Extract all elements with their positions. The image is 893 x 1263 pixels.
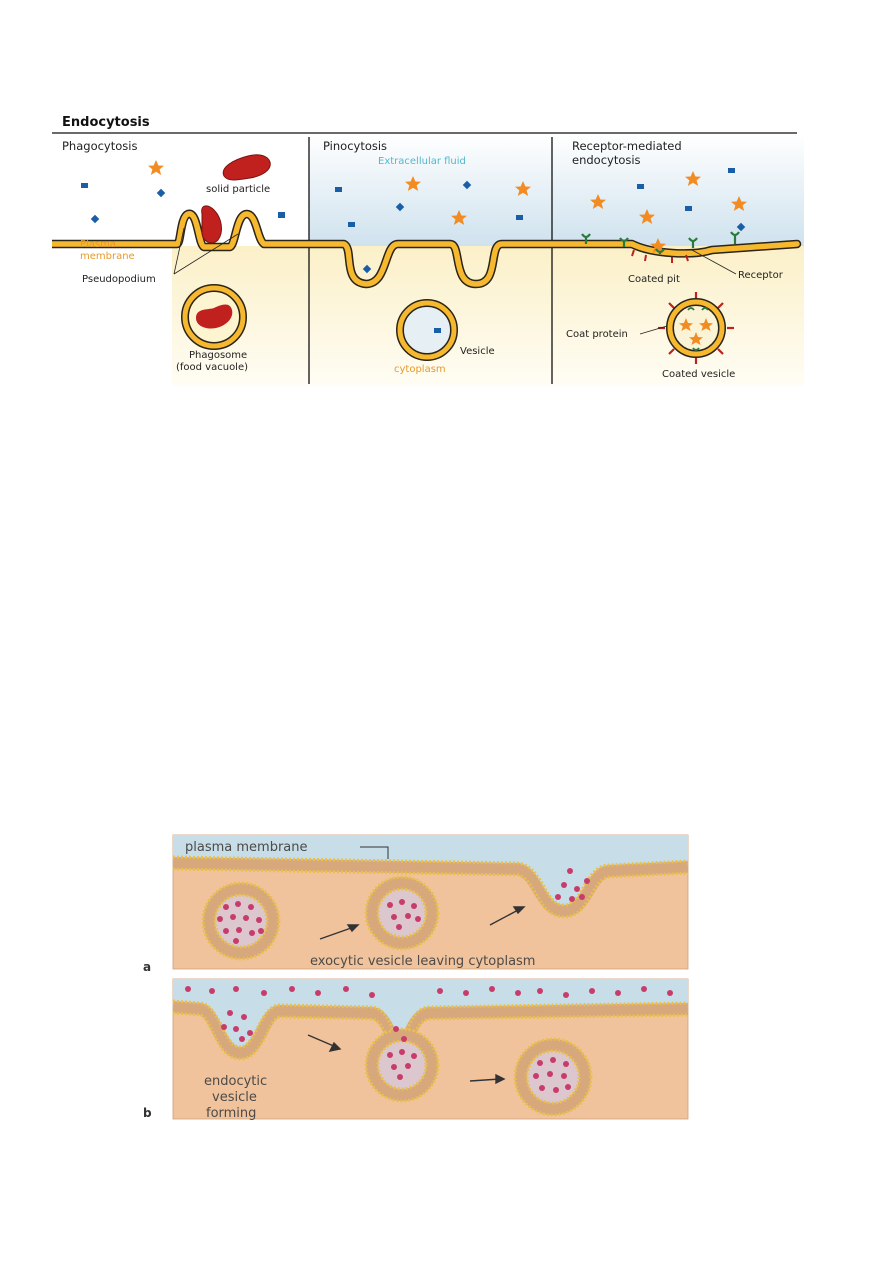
extracellular-fluid-label: Extracellular fluid <box>378 156 466 167</box>
vesicle-label: Vesicle <box>460 346 495 357</box>
coat-protein-label: Coat protein <box>566 329 628 340</box>
panel-a <box>172 834 689 970</box>
receptor-pointer <box>691 249 737 275</box>
coated-vesicle <box>658 292 734 364</box>
coat-proteins <box>631 249 689 263</box>
panel-a-letter: a <box>143 960 151 974</box>
receptor-heading-line1: Receptor-mediated <box>572 139 682 153</box>
plasma-membrane-pointer <box>360 846 389 859</box>
panel-b <box>172 978 689 1120</box>
exocytic-label: exocytic vesicle leaving cytoplasm <box>310 954 535 969</box>
pinocytosis-extracellular-bg <box>309 134 552 246</box>
endocytic-label-line1: endocytic <box>204 1074 267 1089</box>
pseudopodium-pointers <box>173 227 239 275</box>
pinocytosis-vesicle <box>396 299 458 361</box>
pinocytosis-heading: Pinocytosis <box>323 139 387 153</box>
receptor-heading-line2: endocytosis <box>572 153 641 167</box>
engulfed-particle-shape <box>201 205 222 244</box>
vesicle-diagram: plasma membrane exocytic vesicle leaving… <box>143 834 689 1121</box>
phagocytosis-heading: Phagocytosis <box>62 139 137 153</box>
coat-protein-pointer <box>639 325 668 335</box>
cytoplasm-label: cytoplasm <box>394 364 446 375</box>
phagosome <box>181 284 247 350</box>
phagosome-label: Phagosome <box>189 350 247 361</box>
plasma-membrane <box>52 209 802 289</box>
pinocytosis-molecules <box>335 176 531 274</box>
coated-pit-label: Coated pit <box>628 274 680 285</box>
plasma-membrane-label-line2: membrane <box>80 251 135 262</box>
panel-a-dots <box>217 868 590 944</box>
plasma-membrane-label-line1: Plasma <box>80 239 116 250</box>
endocytic-label-line3: forming <box>206 1106 256 1121</box>
pseudopodium-label: Pseudopodium <box>82 274 156 285</box>
receptor-extracellular-bg <box>552 134 804 246</box>
panel-b-letter: b <box>143 1106 152 1120</box>
coated-vesicle-label: Coated vesicle <box>662 369 735 380</box>
panel-b-arrows <box>307 1034 506 1085</box>
receptor-label: Receptor <box>738 270 784 281</box>
panel-a-arrows <box>319 906 526 940</box>
figure-title: Endocytosis <box>62 115 150 130</box>
food-vacuole-label: (food vacuole) <box>176 362 248 373</box>
endocytic-label-line2: vesicle <box>212 1090 257 1105</box>
receptors <box>581 231 740 254</box>
solid-particle-shape <box>222 154 271 181</box>
panel-b-dots <box>185 986 673 1093</box>
plasma-membrane-label: plasma membrane <box>185 840 308 855</box>
solid-particle-label: solid particle <box>206 184 270 195</box>
endocytosis-figure: Endocytosis Phagocytosis Pinocytosis Rec… <box>52 115 804 386</box>
